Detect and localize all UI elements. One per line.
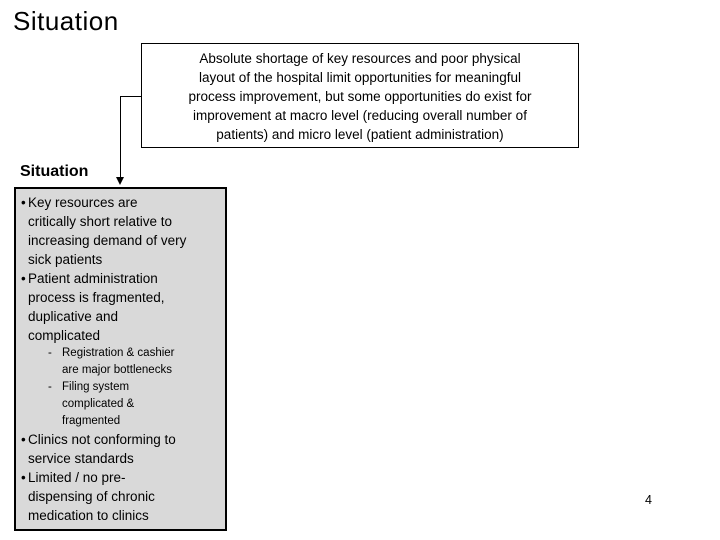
bullet-line: fragmented (62, 415, 121, 427)
bullet-line: Limited / no pre- (28, 470, 126, 485)
bullet-line: Filing system (62, 381, 130, 393)
slide-title: Situation (13, 6, 119, 36)
bullet-line: increasing demand of very (28, 233, 187, 248)
bullet-item: Patient administration process is fragme… (21, 269, 223, 345)
page-number: 4 (645, 493, 652, 507)
situation-panel: Key resources are critically short relat… (14, 187, 227, 531)
sub-bullet-item: Registration & cashier are major bottlen… (21, 345, 223, 379)
bullet-line: Patient administration (28, 271, 158, 286)
summary-text-box: Absolute shortage of key resources and p… (141, 43, 579, 148)
connector-line-vertical (120, 96, 121, 177)
bullet-line: complicated & (62, 398, 135, 410)
bullet-line: complicated (28, 328, 101, 343)
section-heading: Situation (20, 163, 89, 180)
bullet-line: service standards (28, 451, 134, 466)
connector-line-horizontal (120, 96, 141, 97)
bullet-item: Key resources are critically short relat… (21, 193, 223, 269)
bullet-line: duplicative and (28, 309, 119, 324)
bullet-item: Limited / no pre- dispensing of chronic … (21, 468, 223, 525)
arrow-down-icon (116, 177, 124, 185)
summary-line: improvement at macro level (reducing ove… (193, 108, 527, 123)
bullet-line: medication to clinics (28, 508, 149, 523)
summary-line: patients) and micro level (patient admin… (216, 127, 504, 142)
sub-bullet-item: Filing system complicated & fragmented (21, 379, 223, 430)
bullet-line: dispensing of chronic (28, 489, 155, 504)
bullet-item: Clinics not conforming to service standa… (21, 430, 223, 468)
bullet-line: process is fragmented, (28, 290, 165, 305)
bullet-line: sick patients (28, 252, 103, 267)
bullet-line: critically short relative to (28, 214, 173, 229)
bullet-line: Key resources are (28, 195, 138, 210)
bullet-line: are major bottlenecks (62, 364, 172, 376)
summary-line: layout of the hospital limit opportuniti… (199, 70, 521, 85)
bullet-line: Registration & cashier (62, 347, 175, 359)
summary-line: Absolute shortage of key resources and p… (199, 51, 521, 66)
bullet-line: Clinics not conforming to (28, 432, 176, 447)
summary-line: process improvement, but some opportunit… (188, 89, 532, 104)
